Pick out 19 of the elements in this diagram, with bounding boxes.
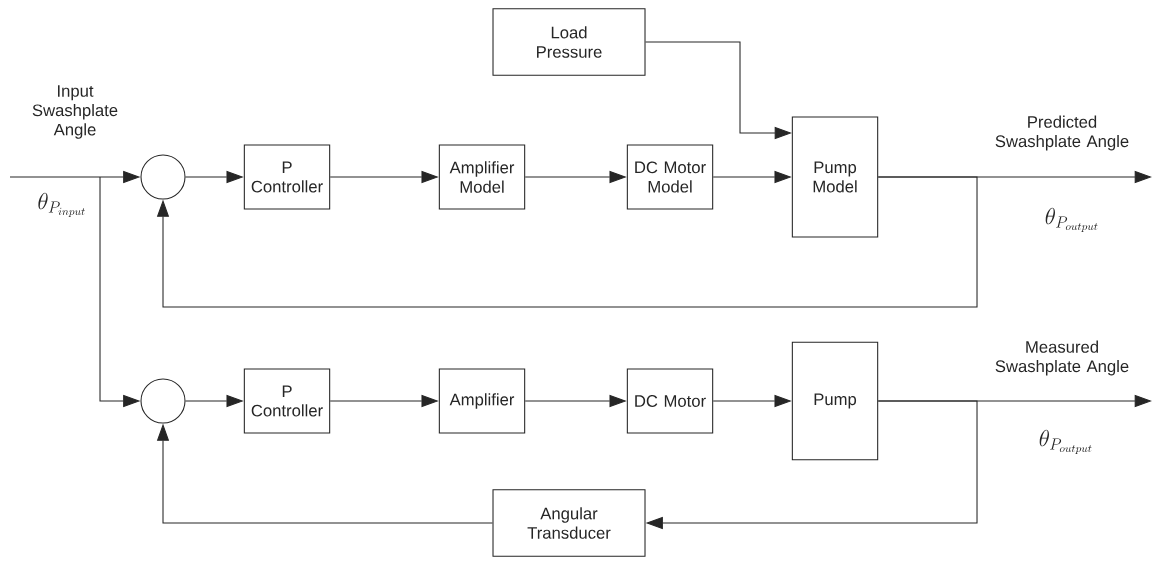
signal-label: Predicted Swashplate Angle <box>995 115 1129 151</box>
signal-label: Input Swashplate Angle <box>32 85 118 139</box>
signal-symbol: $\theta_{P_{output}}$ <box>1045 207 1098 232</box>
block-box: Pump Model <box>791 116 879 238</box>
block-box: DC Motor <box>626 368 714 434</box>
summing-junction <box>140 154 186 200</box>
block-box: Amplifier Model <box>438 144 526 210</box>
signal-symbol: $\theta_{P_{input}}$ <box>38 192 85 217</box>
signal-label: Measured Swashplate Angle <box>995 340 1129 376</box>
block-box: Amplifier <box>438 368 526 434</box>
block-box: Angular Transducer <box>492 489 646 557</box>
block-box: DC Motor Model <box>626 144 714 210</box>
summing-junction <box>140 378 186 424</box>
block-box: P Controller <box>243 144 331 210</box>
block-box: Load Pressure <box>492 8 646 76</box>
signal-symbol: $\theta_{P_{output}}$ <box>1039 429 1092 454</box>
block-box: Pump <box>791 341 879 461</box>
block-box: P Controller <box>243 368 331 434</box>
arrow <box>156 176 978 308</box>
